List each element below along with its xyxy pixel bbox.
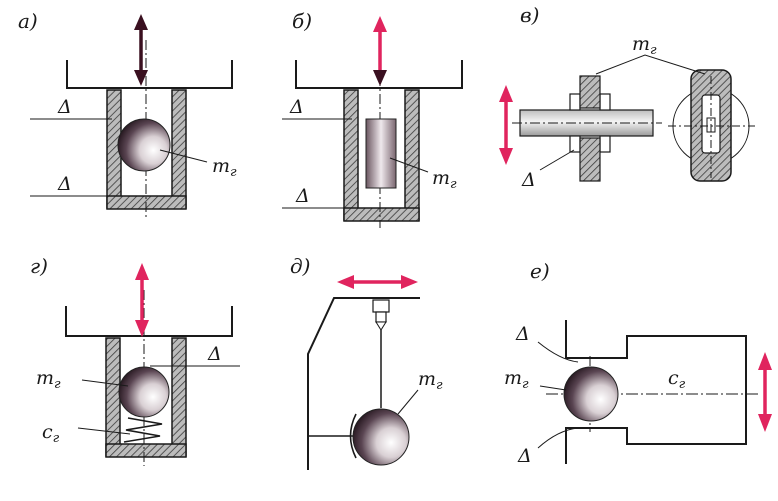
- panel-b-delta-bottom: Δ: [295, 185, 310, 207]
- panel-e-mass-ball-icon: [563, 366, 619, 422]
- panel-v-end-view: [668, 69, 755, 182]
- panel-b-mass-label: mг: [432, 167, 457, 192]
- panel-a-vibration-arrow-icon: [134, 14, 148, 86]
- panel-g-vibration-arrow-icon: [135, 263, 149, 337]
- panel-v-label: в): [520, 3, 539, 27]
- panel-b-delta-top: Δ: [289, 96, 304, 118]
- panel-v-side-mass: [569, 75, 611, 182]
- panel-a-delta-top: Δ: [57, 96, 72, 118]
- panel-d-frame: [307, 297, 420, 470]
- panel-b: б) Δ Δ mг: [282, 9, 463, 228]
- panel-v-mass-label: mг: [632, 33, 657, 58]
- panel-d-pivot: [372, 299, 390, 331]
- panel-e-delta-top-leader: [537, 341, 579, 363]
- panel-d-mass-leader: [397, 389, 419, 415]
- panel-g-label: г): [30, 254, 48, 278]
- panel-d-vibration-arrow-icon: [337, 275, 418, 289]
- panel-e-label: е): [530, 259, 550, 283]
- panel-d-mass-label: mг: [418, 368, 443, 393]
- panel-g-spring-label: cг: [42, 421, 60, 446]
- panel-g-base-plate: [65, 306, 233, 337]
- panel-d-label: д): [290, 254, 310, 278]
- panel-e-vibration-arrow-icon: [758, 352, 772, 432]
- panel-v-vibration-arrow-icon: [499, 85, 513, 165]
- panel-b-container: [343, 89, 420, 222]
- panel-g-mass-label: mг: [36, 367, 61, 392]
- panel-g-mass-ball-icon: [118, 366, 170, 418]
- panel-b-label: б): [292, 9, 312, 33]
- panel-b-mass-leader: [389, 157, 429, 173]
- panel-d-stop-left: [349, 413, 357, 459]
- panel-e-delta-bottom: Δ: [517, 445, 532, 467]
- panel-v-delta-label: Δ: [521, 169, 536, 191]
- panel-b-mass-cylinder-icon: [365, 118, 397, 189]
- panel-d-mass-ball-icon: [352, 408, 410, 466]
- panel-e: е) Δ Δ mг cг: [504, 259, 772, 467]
- panel-b-vibration-arrow-icon: [373, 16, 387, 86]
- panel-a-mass-ball-icon: [117, 118, 171, 172]
- panel-g-mass-leader: [81, 379, 129, 387]
- panel-v: в) mг Δ: [499, 3, 755, 191]
- panel-a-base-plate: [66, 60, 233, 89]
- panel-g-spring-leader: [77, 427, 131, 435]
- panel-e-delta-bottom-leader: [537, 427, 579, 449]
- panel-d: д) mг: [290, 254, 443, 470]
- panel-a-delta-bottom: Δ: [57, 173, 72, 195]
- panel-e-spring-label: cг: [668, 367, 686, 392]
- panel-a-label: а): [18, 9, 38, 33]
- panel-e-mass-leader: [539, 385, 567, 391]
- panel-v-delta-leader: [539, 149, 575, 171]
- panel-g-spring-icon: [123, 417, 163, 443]
- panel-g-delta-label: Δ: [207, 343, 222, 365]
- panel-g-container: [105, 337, 187, 458]
- panel-g: г) Δ mг cг: [30, 254, 240, 466]
- panel-e-mass-label: mг: [504, 367, 529, 392]
- panel-b-base-plate: [295, 60, 463, 89]
- panel-e-housing: [565, 320, 747, 464]
- panel-a-mass-leader: [159, 149, 208, 163]
- panel-a: а) Δ Δ mг: [18, 9, 237, 218]
- panel-e-delta-top: Δ: [515, 323, 530, 345]
- panel-a-mass-label: mг: [212, 155, 237, 180]
- panel-v-mass-leaders: [595, 54, 706, 75]
